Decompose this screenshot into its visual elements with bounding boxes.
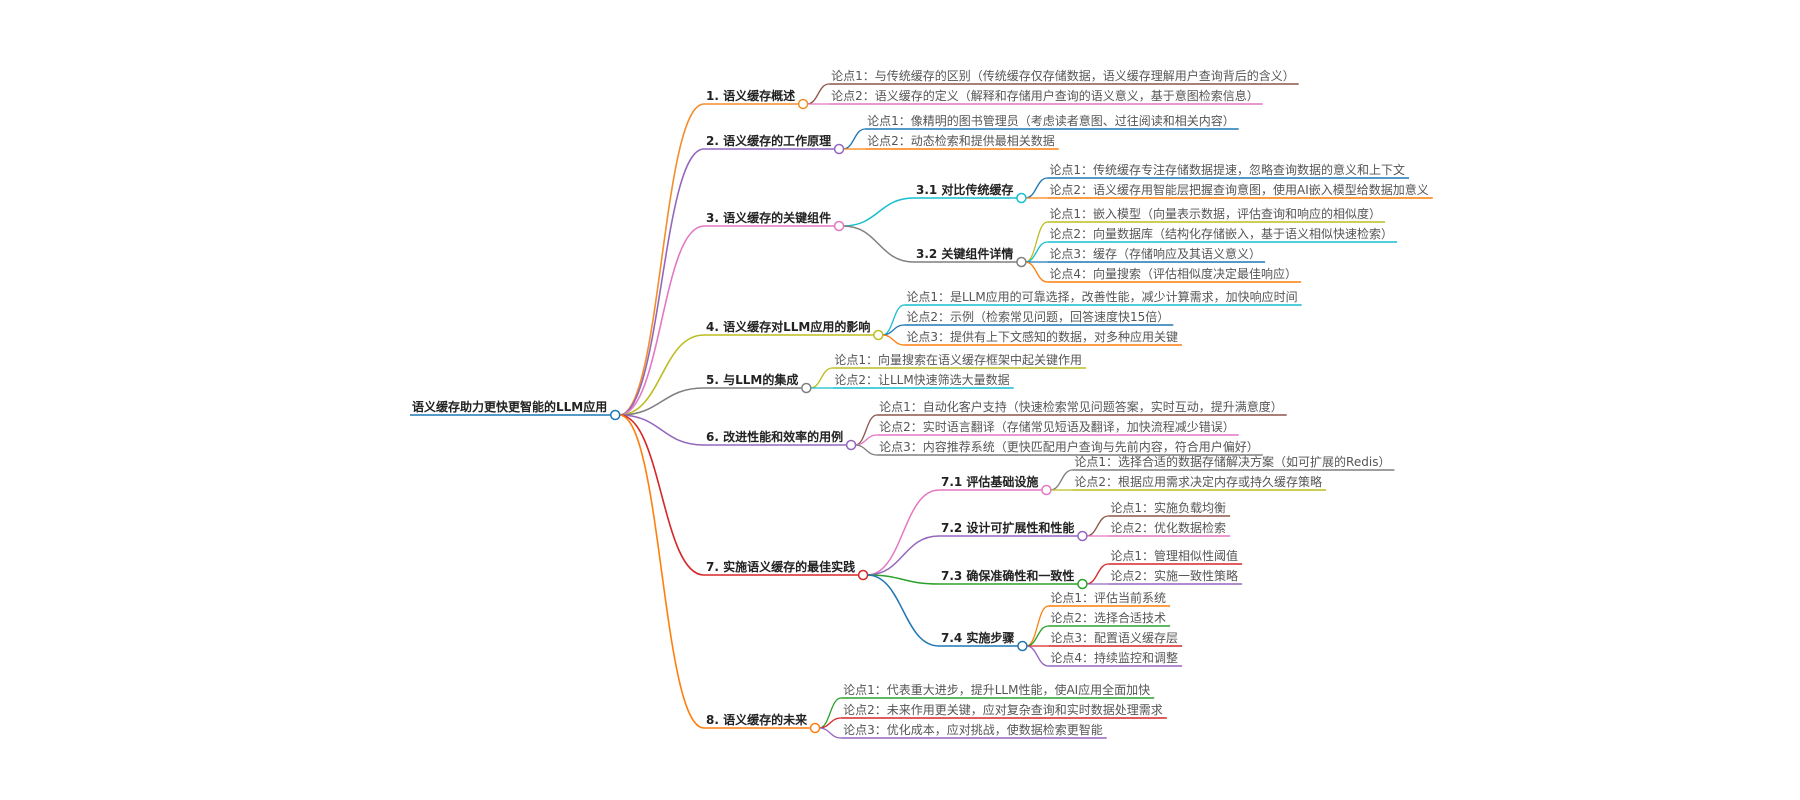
point-label: 论点4：向量搜索（评估相似度决定最佳响应） [1049, 266, 1297, 281]
branch-link [619, 148, 705, 416]
point-label: 论点2：优化数据检索 [1110, 520, 1226, 535]
sub-topic[interactable]: 7.2 设计可扩展性和性能 [941, 520, 1074, 535]
sub-branch-link [843, 225, 915, 263]
branch-topic[interactable]: 2. 语义缓存的工作原理 [706, 133, 831, 148]
branch-link [619, 103, 705, 416]
branch-link [619, 414, 705, 729]
sub-branch-link [867, 574, 940, 585]
point-label: 论点4：持续监控和调整 [1050, 650, 1178, 665]
point-label: 论点2：语义缓存用智能层把握查询意图，使用AI嵌入模型给数据加意义 [1049, 182, 1428, 197]
branch-topic[interactable]: 8. 语义缓存的未来 [706, 712, 808, 727]
sub-toggle-icon[interactable] [1077, 578, 1088, 590]
leaf-link [1025, 221, 1048, 263]
point-label: 论点3：配置语义缓存层 [1050, 631, 1178, 645]
point-label: 论点1：管理相似性阈值 [1110, 548, 1238, 563]
leaf-link [810, 367, 833, 389]
leaf-link [1026, 625, 1049, 647]
point-label: 论点1：向量搜索在语义缓存框架中起关键作用 [834, 352, 1082, 367]
leaf-link [1025, 177, 1048, 199]
leaf-link [1025, 261, 1048, 283]
branch-link [619, 225, 705, 416]
sub-toggle-icon[interactable] [1041, 484, 1052, 496]
root-topic[interactable]: 语义缓存助力更快更智能的LLM应用 [412, 399, 607, 414]
branch-link [619, 387, 705, 416]
leaf-link [1026, 645, 1049, 667]
point-label: 论点2：语义缓存的定义（解释和存储用户查询的语义意义，基于意图检索信息） [831, 88, 1259, 103]
point-label: 论点2：实施一致性策略 [1110, 568, 1238, 583]
point-label: 论点2：动态检索和提供最相关数据 [867, 133, 1055, 148]
point-label: 论点2：示例（检索常见问题，回答速度快15倍） [906, 309, 1169, 324]
sub-branch-link [867, 535, 940, 576]
root-toggle-icon[interactable] [609, 409, 621, 421]
branch-topic[interactable]: 5. 与LLM的集成 [706, 372, 798, 387]
leaf-link [1050, 469, 1073, 491]
branch-toggle-icon[interactable] [873, 329, 884, 341]
leaf-link [1026, 605, 1049, 647]
branch-link [619, 334, 705, 416]
point-label: 论点1：代表重大进步，提升LLM性能，使AI应用全面加快 [843, 682, 1150, 697]
branch-link [619, 414, 705, 446]
point-label: 论点2：未来作用更关键，应对复杂查询和实时数据处理需求 [843, 702, 1163, 717]
branch-toggle-icon[interactable] [857, 569, 869, 581]
mindmap-links [410, 83, 1433, 739]
sub-branch-link [843, 197, 915, 227]
point-label: 论点1：传统缓存专注存储数据提速，忽略查询数据的意义和上下文 [1049, 162, 1405, 177]
branch-link [619, 414, 705, 576]
sub-toggle-icon[interactable] [1016, 192, 1027, 204]
branch-topic[interactable]: 6. 改进性能和效率的用例 [706, 429, 843, 444]
leaf-link [1086, 563, 1109, 585]
branch-topic[interactable]: 3. 语义缓存的关键组件 [706, 210, 831, 225]
sub-toggle-icon[interactable] [1077, 530, 1088, 542]
point-label: 论点3：内容推荐系统（更快匹配用户查询与先前内容，符合用户偏好） [879, 439, 1259, 454]
branch-topic[interactable]: 1. 语义缓存概述 [706, 88, 795, 103]
branch-toggle-icon[interactable] [845, 439, 857, 451]
sub-topic[interactable]: 7.3 确保准确性和一致性 [941, 568, 1074, 583]
point-label: 论点1：是LLM应用的可靠选择，改善性能，减少计算需求，加快响应时间 [906, 289, 1297, 304]
point-label: 论点3：缓存（存储响应及其语义意义） [1049, 246, 1261, 261]
point-label: 论点1：像精明的图书管理员（考虑读者意图、过往阅读和相关内容） [867, 113, 1235, 128]
sub-topic[interactable]: 3.1 对比传统缓存 [916, 182, 1013, 197]
sub-toggle-icon[interactable] [1016, 256, 1027, 268]
branch-toggle-icon[interactable] [797, 98, 809, 110]
point-label: 论点1：自动化客户支持（快速检索常见问题答案，实时互动，提升满意度） [879, 399, 1283, 414]
point-label: 论点3：提供有上下文感知的数据，对多种应用关键 [906, 329, 1178, 344]
branch-toggle-icon[interactable] [833, 220, 845, 232]
sub-topic[interactable]: 3.2 关键组件详情 [916, 246, 1013, 261]
sub-branch-link [867, 489, 940, 576]
leaf-link [1025, 241, 1048, 263]
point-label: 论点2：实时语言翻译（存储常见短语及翻译，加快流程减少错误） [879, 419, 1235, 434]
sub-topic[interactable]: 7.1 评估基础设施 [941, 474, 1038, 489]
point-label: 论点1：嵌入模型（向量表示数据，评估查询和响应的相似度） [1049, 206, 1381, 221]
sub-branch-link [867, 574, 940, 647]
branch-toggle-icon[interactable] [801, 382, 812, 394]
leaf-link [819, 727, 842, 739]
leaf-link [882, 334, 905, 346]
point-label: 论点2：让LLM快速筛选大量数据 [834, 372, 1009, 387]
leaf-link [1086, 515, 1109, 537]
branch-topic[interactable]: 4. 语义缓存对LLM应用的影响 [706, 319, 870, 334]
sub-topic[interactable]: 7.4 实施步骤 [941, 630, 1014, 645]
leaf-link [806, 83, 830, 105]
branch-toggle-icon[interactable] [833, 143, 845, 155]
point-label: 论点2：选择合适技术 [1050, 610, 1166, 625]
leaf-link [842, 128, 866, 150]
point-label: 论点1：实施负载均衡 [1110, 500, 1226, 515]
point-label: 论点1：选择合适的数据存储解决方案（如可扩展的Redis） [1074, 454, 1390, 469]
point-label: 论点1：评估当前系统 [1050, 590, 1166, 605]
mindmap-nodes: 语义缓存助力更快更智能的LLM应用 1. 语义缓存概述 论点1：与传统缓存的区别（传… [412, 68, 1429, 737]
branch-topic[interactable]: 7. 实施语义缓存的最佳实践 [706, 559, 855, 574]
point-label: 论点3：优化成本，应对挑战，使数据检索更智能 [843, 722, 1103, 737]
leaf-link [855, 444, 878, 456]
branch-toggle-icon[interactable] [809, 722, 821, 734]
point-label: 论点2：向量数据库（结构化存储嵌入，基于语义相似快速检索） [1049, 226, 1393, 241]
point-label: 论点2：根据应用需求决定内存或持久缓存策略 [1074, 474, 1322, 489]
sub-toggle-icon[interactable] [1017, 640, 1028, 652]
point-label: 论点1：与传统缓存的区别（传统缓存仅存储数据，语义缓存理解用户查询背后的含义） [831, 68, 1295, 83]
